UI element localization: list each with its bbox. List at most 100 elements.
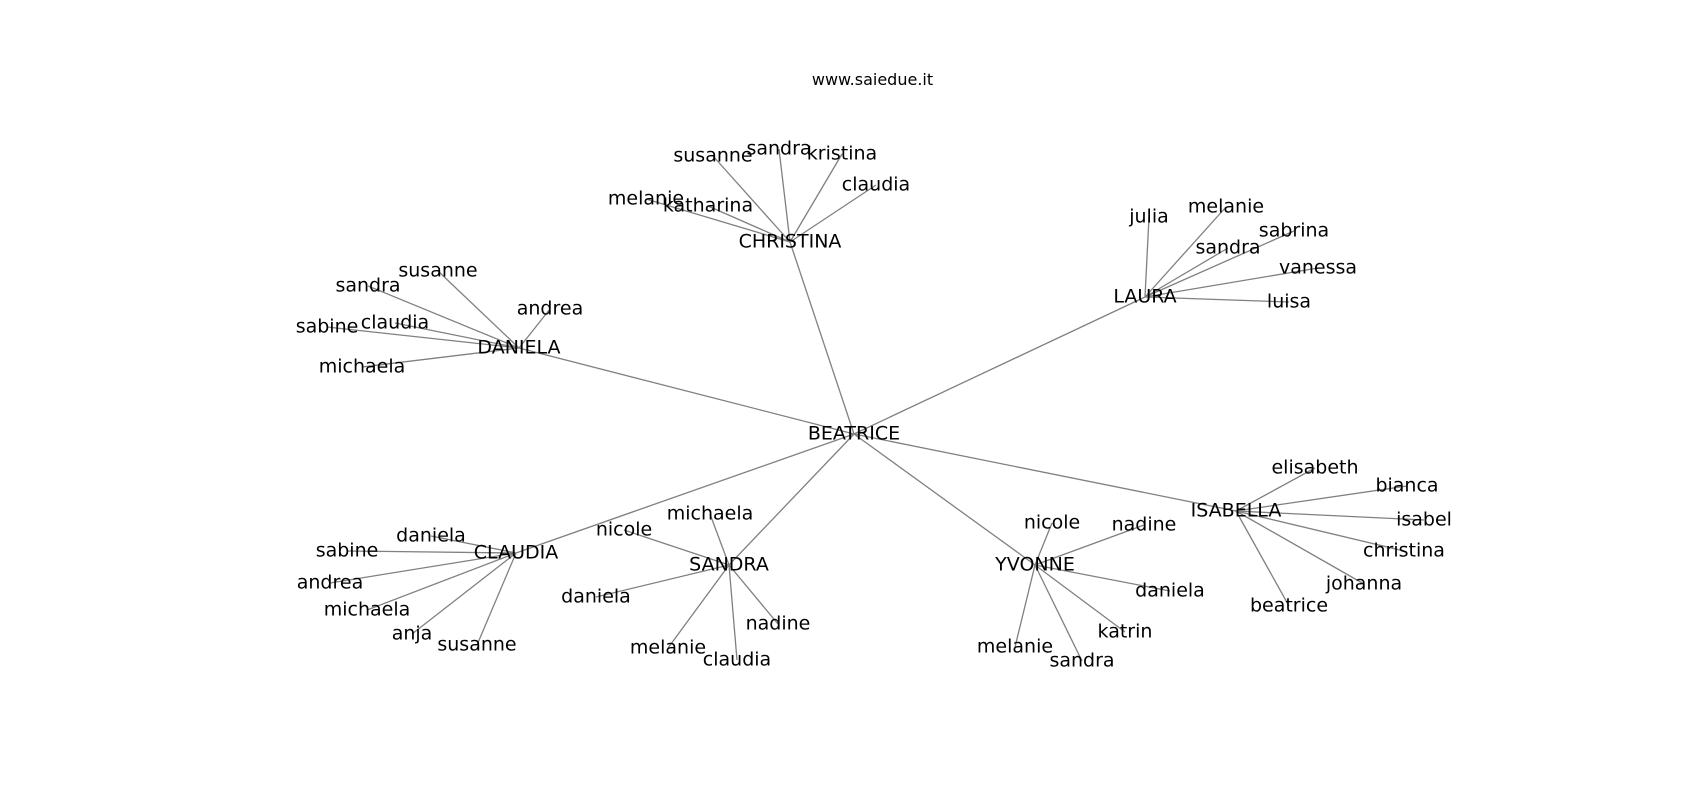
edge-claudia-to-susanne — [476, 552, 517, 646]
leaf-node-label-luisa: luisa — [1267, 291, 1311, 313]
leaf-node-label-michaela: michaela — [319, 356, 406, 378]
edge-root-to-isabella — [853, 433, 1237, 512]
leaf-node-label-vanessa: vanessa — [1279, 257, 1357, 279]
leaf-node-label-bianca: bianca — [1375, 475, 1438, 497]
edge-claudia-to-sabine — [346, 550, 517, 554]
leaf-node-label-daniela: daniela — [396, 525, 466, 547]
edge-yvonne-to-nadine — [1034, 524, 1145, 566]
edge-christina-to-katharina — [707, 205, 791, 243]
edge-laura-to-luisa — [1144, 296, 1290, 303]
leaf-node-label-sandra: sandra — [1195, 237, 1260, 259]
edge-daniela-to-andrea — [518, 308, 551, 349]
edge-daniela-to-sabine — [326, 326, 520, 349]
leaf-node-label-nicole: nicole — [596, 519, 652, 541]
edge-yvonne-to-katrin — [1034, 564, 1126, 633]
edge-isabella-to-beatrice — [1235, 510, 1290, 607]
edge-claudia-to-anja — [411, 552, 517, 635]
edge-yvonne-to-daniela — [1034, 564, 1171, 592]
hub-node-label-yvonne: YVONNE — [994, 554, 1075, 576]
leaf-node-label-michaela: michaela — [324, 599, 411, 621]
leaf-node-label-katharina: katharina — [663, 195, 753, 217]
leaf-node-label-susanne: susanne — [398, 260, 477, 282]
edge-isabella-to-christina — [1235, 510, 1405, 552]
edge-sandra-to-claudia — [728, 564, 738, 661]
leaf-node-label-andrea: andrea — [517, 298, 583, 320]
edge-root-to-christina — [789, 241, 855, 435]
edge-christina-to-sandra — [778, 148, 791, 243]
hub-node-label-daniela: DANIELA — [477, 337, 560, 359]
edge-isabella-to-johanna — [1235, 510, 1365, 585]
leaf-node-label-daniela: daniela — [561, 586, 631, 608]
edge-root-to-yvonne — [853, 433, 1036, 566]
leaf-node-label-melanie: melanie — [630, 637, 706, 659]
leaf-node-label-sandra: sandra — [335, 275, 400, 297]
edge-root-to-daniela — [518, 347, 855, 435]
leaf-node-label-claudia: claudia — [842, 174, 910, 196]
leaf-node-label-sabine: sabine — [296, 316, 359, 338]
edge-sandra-to-melanie — [667, 564, 730, 649]
leaf-node-label-elisabeth: elisabeth — [1271, 457, 1358, 479]
edge-daniela-to-susanne — [437, 270, 520, 349]
edge-sandra-to-nadine — [728, 564, 779, 625]
edge-claudia-to-andrea — [329, 552, 517, 584]
edge-sandra-to-michaela — [709, 513, 730, 566]
leaf-node-label-nadine: nadine — [746, 613, 811, 635]
leaf-node-label-michaela: michaela — [667, 503, 754, 525]
leaf-node-label-katrin: katrin — [1098, 621, 1153, 643]
edge-layer — [326, 148, 1425, 662]
edge-sandra-to-daniela — [595, 564, 730, 598]
edge-christina-to-kristina — [789, 153, 843, 243]
hub-node-label-laura: LAURA — [1113, 286, 1176, 308]
leaf-node-label-johanna: johanna — [1325, 573, 1402, 595]
edge-yvonne-to-nicole — [1034, 522, 1053, 566]
leaf-node-label-melanie: melanie — [1188, 196, 1264, 218]
leaf-node-label-susanne: susanne — [437, 634, 516, 656]
edge-laura-to-vanessa — [1144, 267, 1319, 298]
edge-root-to-laura — [853, 296, 1146, 435]
edge-daniela-to-claudia — [394, 322, 520, 349]
edge-daniela-to-michaela — [361, 347, 520, 368]
leaf-node-label-sabine: sabine — [316, 540, 379, 562]
site-title: www.saiedue.it — [811, 70, 934, 89]
leaf-node-label-claudia: claudia — [361, 312, 429, 334]
edge-claudia-to-daniela — [430, 535, 517, 554]
edge-yvonne-to-melanie — [1014, 564, 1036, 648]
hub-node-label-isabella: ISABELLA — [1191, 500, 1282, 522]
edge-claudia-to-michaela — [366, 552, 517, 611]
edge-yvonne-to-sandra — [1034, 564, 1083, 662]
edge-isabella-to-elisabeth — [1235, 467, 1316, 512]
leaf-node-label-daniela: daniela — [1135, 580, 1205, 602]
hub-node-label-claudia: CLAUDIA — [474, 542, 558, 564]
leaf-node-label-julia: julia — [1128, 206, 1169, 228]
leaf-node-label-susanne: susanne — [673, 145, 752, 167]
edge-christina-to-claudia — [789, 184, 877, 243]
leaf-node-label-anja: anja — [392, 623, 433, 645]
edge-isabella-to-bianca — [1235, 485, 1408, 512]
leaf-node-label-claudia: claudia — [703, 649, 771, 671]
leaf-node-label-andrea: andrea — [297, 572, 363, 594]
leaf-node-label-sandra: sandra — [746, 138, 811, 160]
hub-node-label-christina: CHRISTINA — [739, 231, 842, 253]
label-layer: BEATRICECHRISTINAsusannesandrakristinacl… — [296, 138, 1452, 672]
edge-christina-to-melanie — [645, 198, 791, 243]
leaf-node-label-christina: christina — [1363, 540, 1445, 562]
leaf-node-label-isabel: isabel — [1396, 509, 1452, 531]
leaf-node-label-nadine: nadine — [1112, 514, 1177, 536]
leaf-node-label-sabrina: sabrina — [1259, 220, 1329, 242]
edge-sandra-to-nicole — [623, 529, 730, 566]
hub-node-label-sandra: SANDRA — [689, 554, 769, 576]
leaf-node-label-kristina: kristina — [807, 143, 877, 165]
leaf-node-label-nicole: nicole — [1024, 512, 1080, 534]
edge-root-to-claudia — [515, 433, 855, 554]
leaf-node-label-beatrice: beatrice — [1250, 595, 1328, 617]
edge-isabella-to-isabel — [1235, 510, 1425, 521]
edge-christina-to-susanne — [712, 155, 791, 243]
edge-daniela-to-sandra — [367, 285, 520, 349]
leaf-node-label-melanie: melanie — [977, 636, 1053, 658]
edge-root-to-sandra — [728, 433, 855, 566]
root-node-label: BEATRICE — [808, 423, 900, 445]
leaf-node-label-sandra: sandra — [1049, 650, 1114, 672]
leaf-node-label-melanie: melanie — [608, 188, 684, 210]
edge-laura-to-melanie — [1144, 206, 1227, 298]
